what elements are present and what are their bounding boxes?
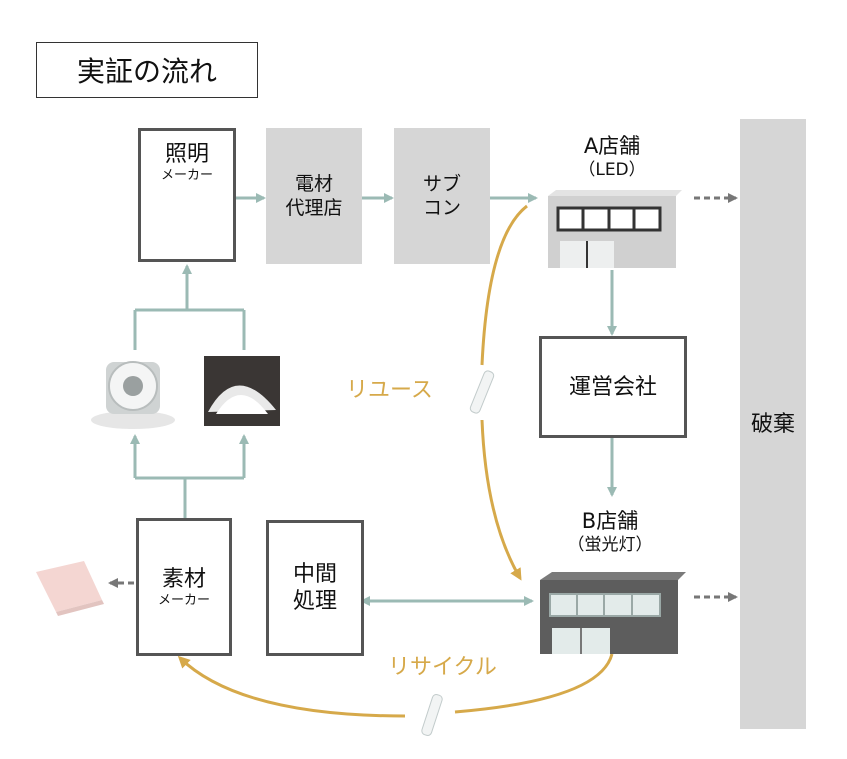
- pellets-icon: [204, 356, 280, 426]
- product-sheet-icon: [36, 561, 104, 616]
- subcon-line2: コン: [422, 197, 461, 219]
- led-tube-icon: [421, 694, 443, 736]
- intermediate-line2: 処理: [292, 589, 337, 614]
- reuse-curve-bottom: [480, 419, 522, 581]
- material-maker-name: 素材: [161, 566, 206, 592]
- distributor-line2: 代理店: [285, 197, 343, 219]
- page-title: 実証の流れ: [36, 42, 258, 98]
- intermediate-line1: 中間: [292, 562, 337, 587]
- operator-name: 運営会社: [568, 374, 657, 400]
- store-a-name: A店舗: [583, 134, 641, 158]
- operator-box: 運営会社: [539, 336, 687, 438]
- store-a-building-icon: [548, 190, 682, 268]
- disposal-box: 破棄: [740, 119, 806, 729]
- recycle-curve-left: [177, 655, 406, 718]
- recycle-curve-right: [454, 653, 614, 714]
- lighting-maker-box: 照明 メーカー: [138, 128, 236, 262]
- subcon-line1: サブ: [422, 173, 461, 195]
- recycle-label: リサイクル: [388, 655, 497, 680]
- subcon-box: サブ コン: [394, 128, 490, 264]
- distributor-box: 電材 代理店: [266, 128, 362, 264]
- intermediate-box: 中間 処理: [266, 520, 364, 656]
- store-b-building-icon: [540, 572, 686, 654]
- reuse-label: リユース: [346, 378, 433, 403]
- disposal-name: 破棄: [750, 411, 795, 437]
- metal-part-icon: [91, 361, 175, 429]
- led-tube-icon: [469, 370, 495, 414]
- reuse-curve-top: [480, 204, 528, 366]
- lighting-maker-sub: メーカー: [160, 168, 213, 183]
- store-a-sub: （LED）: [578, 160, 646, 180]
- store-b-name: B店舗: [581, 509, 639, 533]
- store-a-label: A店舗 （LED）: [548, 133, 676, 181]
- distributor-line1: 電材: [294, 173, 333, 195]
- material-maker-box: 素材 メーカー: [136, 518, 232, 656]
- store-b-label: B店舗 （蛍光灯）: [540, 508, 680, 556]
- lighting-maker-name: 照明: [164, 142, 209, 167]
- store-b-sub: （蛍光灯）: [567, 535, 653, 555]
- material-maker-sub: メーカー: [157, 592, 210, 608]
